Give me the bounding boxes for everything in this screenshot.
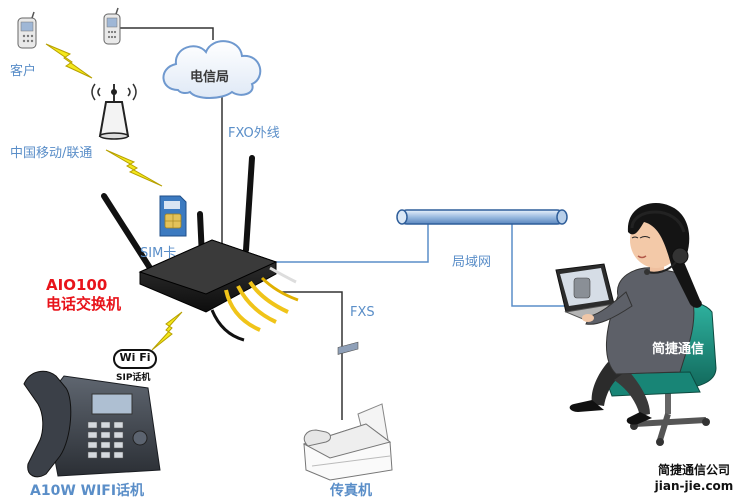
lightning-icon <box>151 311 183 351</box>
router-icon <box>101 155 299 342</box>
wifi-badge-icon <box>113 349 157 369</box>
telecom-cloud-icon <box>162 40 262 99</box>
phone-model-label: A10W WIFI话机 <box>30 483 145 499</box>
fxo-line-label: FXO外线 <box>228 126 280 141</box>
lan-pipe-icon <box>396 209 568 225</box>
cell-tower-icon <box>91 83 137 140</box>
customer-label: 客户 <box>10 64 37 79</box>
sip-phone-label: SIP话机 <box>116 373 151 383</box>
wifi-badge-label: Wi Fi <box>119 351 151 364</box>
customer-phone-icon <box>17 11 37 49</box>
fxs-label: FXS <box>350 305 375 320</box>
fax-machine-icon <box>302 341 393 481</box>
operator-chair-label: 简捷通信 <box>652 342 705 357</box>
product-name-label: AIO100 <box>46 276 108 294</box>
mobile-unicom-label: 中国移动/联通 <box>10 146 93 161</box>
company-site-label: jian-jie.com <box>654 479 734 493</box>
operator-person-icon <box>569 203 717 446</box>
lightning-icon <box>105 149 163 187</box>
telecom-phone-icon <box>103 7 121 45</box>
fax-label: 传真机 <box>330 483 372 499</box>
company-name-label: 简捷通信公司 <box>657 463 730 477</box>
ip-phone-icon <box>23 370 161 478</box>
sim-card-icon <box>159 195 187 237</box>
lan-label: 局域网 <box>452 255 492 270</box>
sim-card-label: SIM卡 <box>140 246 177 261</box>
telecom-label: 电信局 <box>190 70 230 85</box>
connection-lines <box>111 27 568 420</box>
lightning-icon <box>45 43 93 79</box>
product-desc-label: 电话交换机 <box>46 295 122 313</box>
